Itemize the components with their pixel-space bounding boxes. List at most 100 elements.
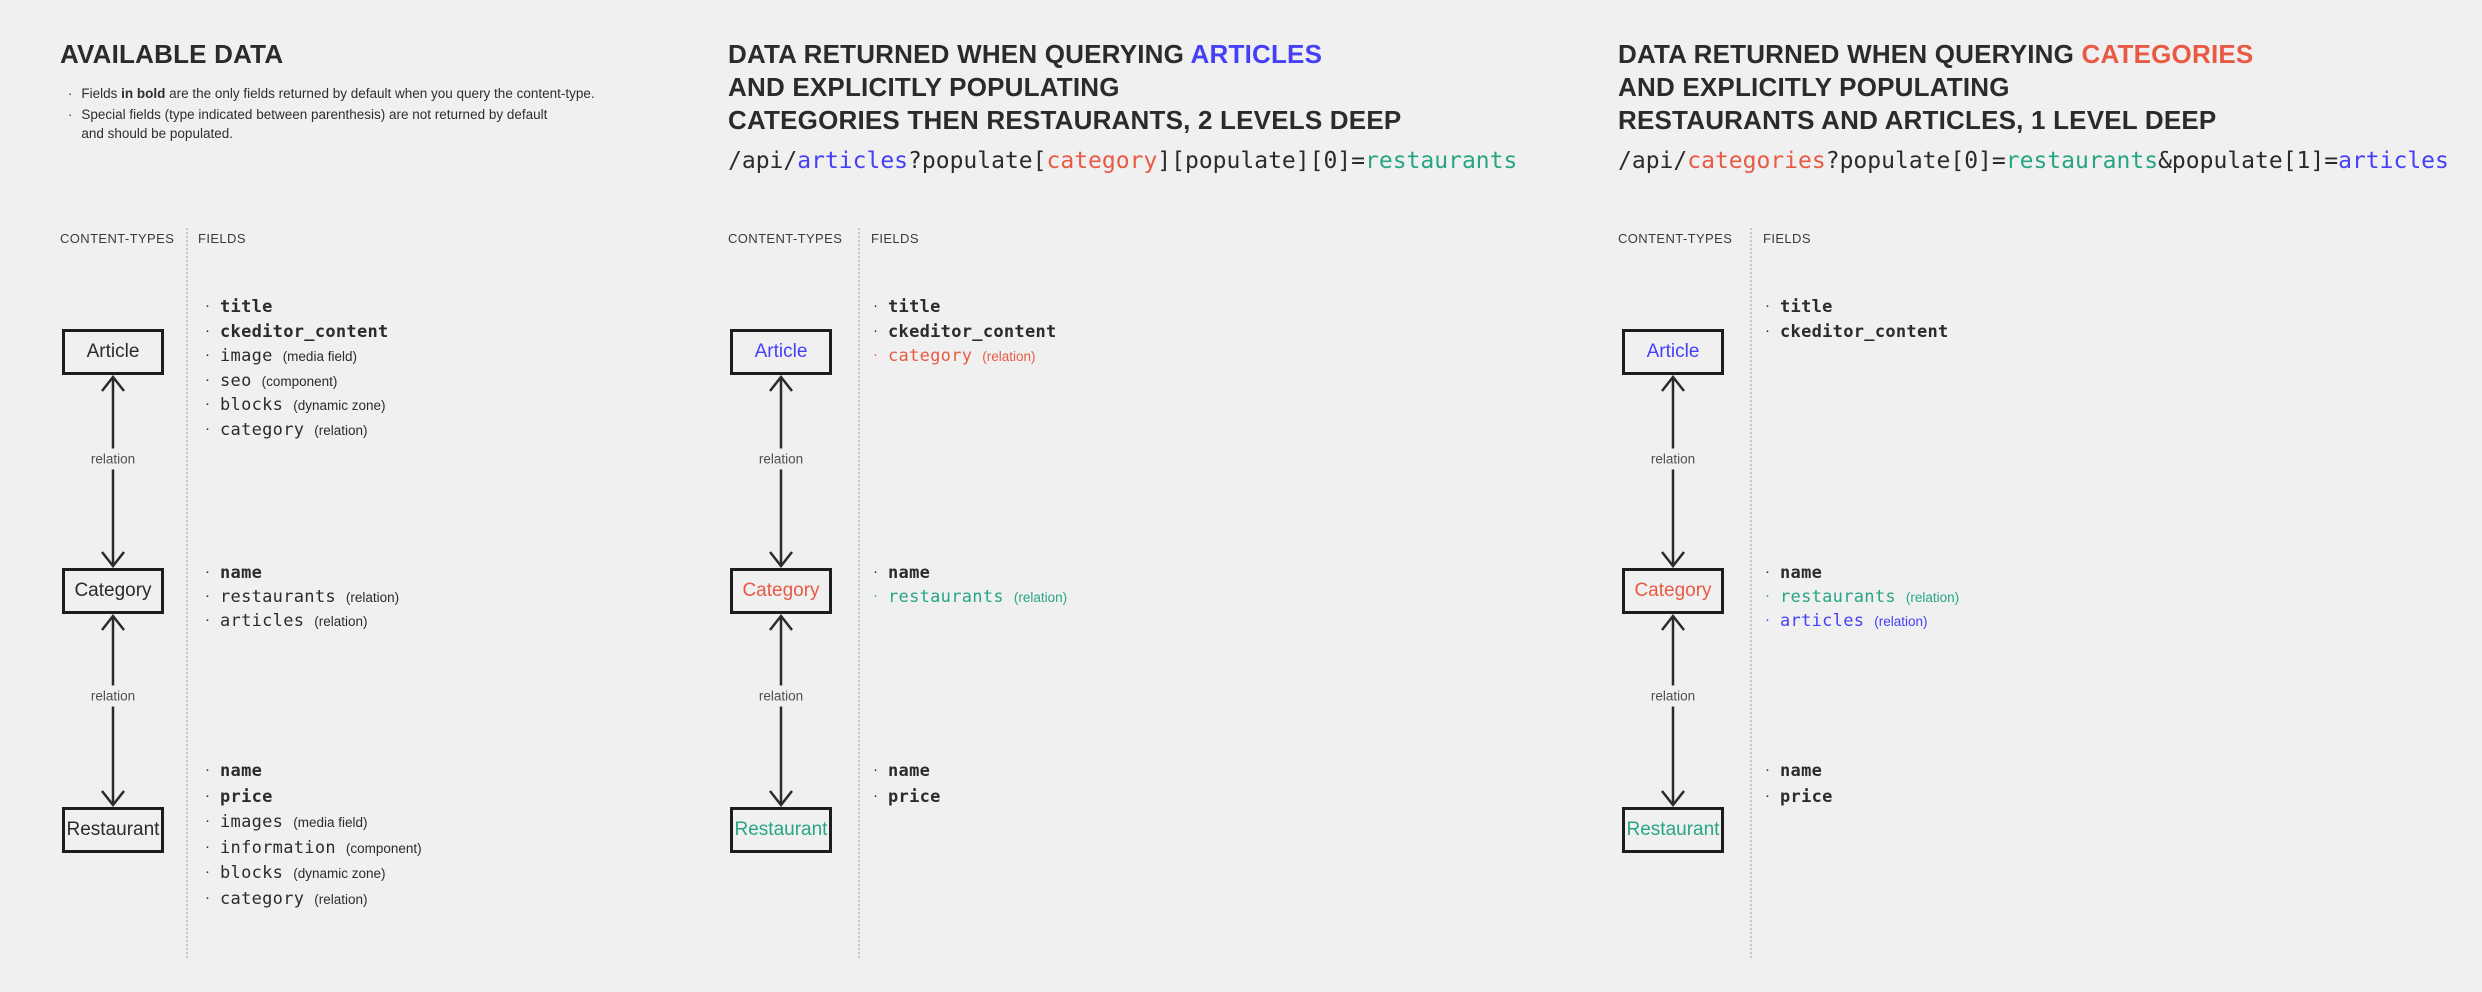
field-type: (media field) bbox=[293, 815, 368, 830]
field-type: (relation) bbox=[1013, 590, 1068, 605]
relation-arrow bbox=[99, 613, 127, 808]
content-type-label: Category bbox=[1634, 580, 1712, 601]
bullet-dot: · bbox=[205, 321, 210, 339]
relation-arrow-svg bbox=[101, 613, 125, 808]
field-item: ·seo(component) bbox=[205, 371, 337, 391]
field-item: ·articles(relation) bbox=[1765, 611, 1928, 631]
field-type: (media field) bbox=[282, 349, 357, 364]
content-types-label: CONTENT-TYPES bbox=[1618, 231, 1733, 246]
field-name: name bbox=[1780, 563, 1823, 583]
api-url: /api/articles?populate[category][populat… bbox=[728, 148, 1517, 174]
bullet-dot: · bbox=[1765, 563, 1770, 580]
field-type: (relation) bbox=[314, 422, 368, 438]
field-name: ckeditor_content bbox=[1780, 321, 1949, 342]
content-types-label: CONTENT-TYPES bbox=[728, 231, 843, 246]
field-name: category bbox=[220, 419, 305, 440]
field-item: ·information(component) bbox=[205, 838, 422, 858]
panel-title-line: DATA RETURNED WHEN QUERYING ARTICLES bbox=[728, 38, 1401, 71]
bullet-dot: · bbox=[205, 786, 210, 804]
field-name: ckeditor_content bbox=[220, 321, 389, 342]
bullet-dot: · bbox=[205, 761, 210, 778]
bullet-dot: · bbox=[205, 297, 210, 314]
content-type-box-article: Article bbox=[62, 329, 164, 375]
content-type-box-restaurant: Restaurant bbox=[1622, 807, 1724, 853]
bullet-dot: · bbox=[205, 611, 210, 628]
content-type-label: Restaurant bbox=[1626, 819, 1720, 840]
field-item: · name bbox=[205, 761, 262, 781]
content-type-label: Restaurant bbox=[66, 819, 160, 840]
field-type: (dynamic zone) bbox=[293, 866, 386, 881]
bullet-dot: · bbox=[1765, 587, 1770, 604]
note-item: · Special fields (type indicated between … bbox=[68, 105, 668, 143]
field-type: (relation) bbox=[314, 614, 368, 629]
field-name: images bbox=[220, 812, 284, 832]
bullet-dot: · bbox=[205, 863, 210, 880]
panel-title-line: AVAILABLE DATA bbox=[60, 38, 283, 71]
bullet-dot: · bbox=[205, 563, 210, 580]
field-name: name bbox=[220, 563, 263, 583]
field-item: · name bbox=[1765, 563, 1822, 583]
url-segment: /api/ bbox=[728, 148, 798, 174]
column-divider bbox=[186, 228, 188, 958]
title-text: AVAILABLE DATA bbox=[60, 39, 284, 69]
field-name: title bbox=[888, 297, 941, 317]
field-name: name bbox=[220, 761, 263, 781]
content-type-box-category: Category bbox=[730, 568, 832, 614]
field-item: · title bbox=[1765, 297, 1833, 317]
field-name: ckeditor_content bbox=[888, 321, 1057, 342]
column-divider bbox=[1750, 228, 1752, 958]
field-name: price bbox=[220, 786, 273, 807]
field-name: information bbox=[220, 837, 336, 858]
relation-arrow-svg bbox=[101, 374, 125, 569]
relation-label: relation bbox=[85, 685, 141, 707]
bullet-dot: · bbox=[68, 107, 73, 122]
fields-label: FIELDS bbox=[198, 231, 246, 246]
field-name: articles bbox=[220, 611, 305, 631]
field-item: ·category(relation) bbox=[205, 889, 368, 909]
relation-arrow bbox=[767, 374, 795, 569]
note-text: Special fields (type indicated between p… bbox=[81, 105, 547, 143]
field-name: name bbox=[888, 563, 931, 583]
field-type: (relation) bbox=[345, 590, 400, 605]
field-item: ·price bbox=[873, 787, 941, 807]
bullet-dot: · bbox=[1765, 297, 1770, 314]
relation-arrow-svg bbox=[769, 613, 793, 808]
fields-label: FIELDS bbox=[1763, 231, 1811, 246]
bullet-dot: · bbox=[205, 395, 210, 412]
relation-arrow bbox=[767, 613, 795, 808]
content-type-label: Article bbox=[754, 341, 808, 362]
bullet-dot: · bbox=[205, 370, 210, 388]
bullet-dot: · bbox=[873, 563, 878, 580]
content-type-box-category: Category bbox=[1622, 568, 1724, 614]
field-item: ·price bbox=[1765, 787, 1833, 807]
url-segment: &populate[1]= bbox=[2158, 148, 2339, 174]
field-item: ·category(relation) bbox=[873, 346, 1036, 366]
bullet-dot: · bbox=[205, 888, 210, 906]
field-name: title bbox=[1780, 297, 1833, 317]
field-item: ·restaurants(relation) bbox=[205, 587, 399, 607]
field-name: image bbox=[220, 346, 273, 366]
relation-arrow-svg bbox=[769, 374, 793, 569]
bullet-dot: · bbox=[873, 297, 878, 314]
field-item: ·restaurants(relation) bbox=[1765, 587, 1959, 607]
bullet-dot: · bbox=[205, 419, 210, 437]
field-item: ·restaurants(relation) bbox=[873, 587, 1067, 607]
field-name: category bbox=[220, 888, 305, 909]
bullet-dot: · bbox=[205, 587, 210, 604]
field-name: title bbox=[220, 297, 273, 317]
title-text: CATEGORIES THEN RESTAURANTS, 2 LEVELS DE… bbox=[728, 105, 1402, 135]
field-type: (component) bbox=[345, 840, 422, 856]
url-segment: articles bbox=[2338, 148, 2449, 174]
url-segment: restaurants bbox=[2005, 148, 2159, 174]
bullet-dot: · bbox=[205, 812, 210, 829]
content-type-label: Restaurant bbox=[734, 819, 828, 840]
relation-label: relation bbox=[753, 448, 809, 470]
relation-arrow bbox=[1659, 374, 1687, 569]
url-segment: ][populate][0]= bbox=[1157, 148, 1366, 174]
field-item: ·image(media field) bbox=[205, 346, 357, 366]
field-item: · category (relation) bbox=[205, 420, 368, 440]
field-item: ·ckeditor_content bbox=[1765, 322, 1949, 342]
bullet-dot: · bbox=[1765, 786, 1770, 804]
